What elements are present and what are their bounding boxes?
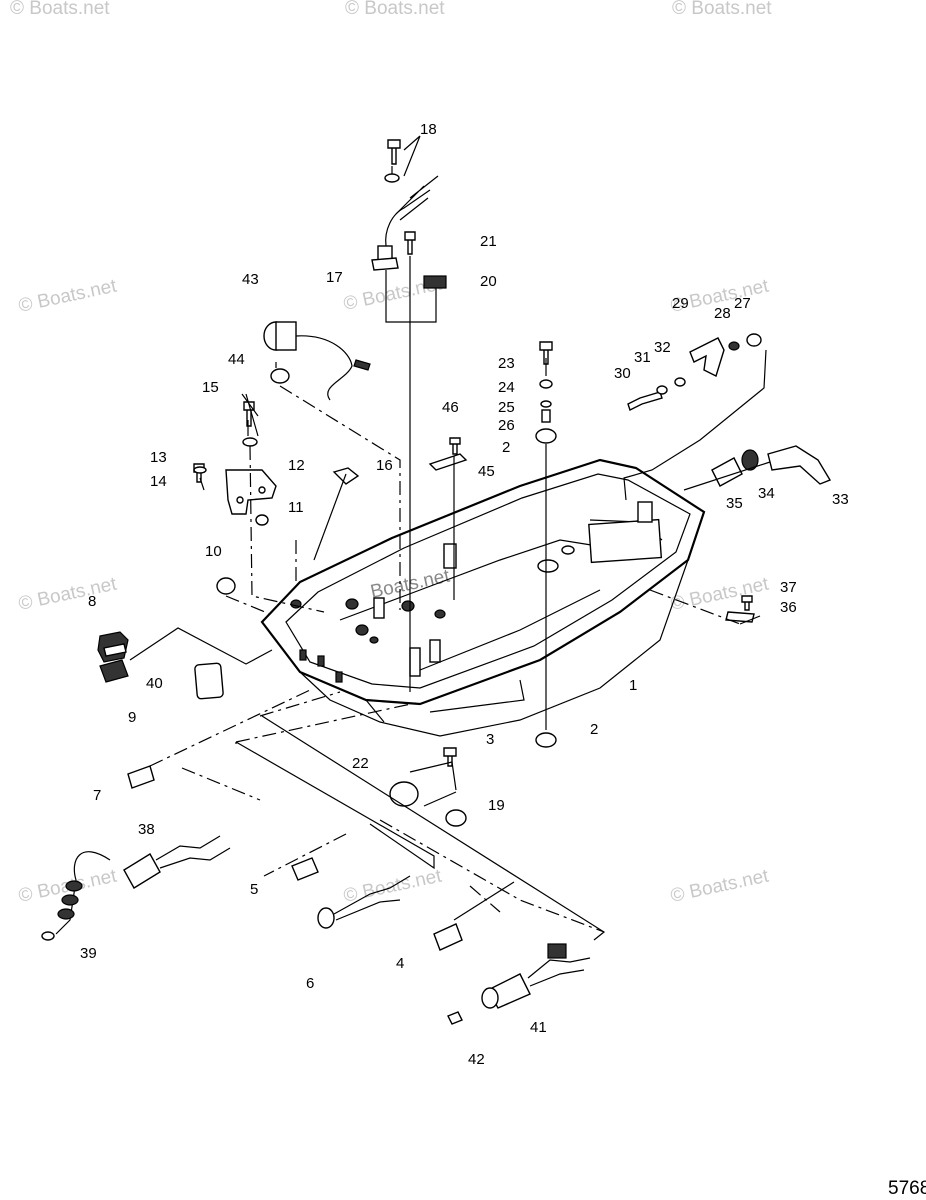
callout-17: 17 — [326, 269, 343, 286]
drawing-code: 5768 — [888, 1178, 926, 1199]
callout-29: 29 — [672, 295, 689, 312]
callout-43: 43 — [242, 271, 259, 288]
callout-40: 40 — [146, 675, 163, 692]
callout-22: 22 — [352, 755, 369, 772]
callout-7: 7 — [93, 787, 101, 804]
callout-30: 30 — [614, 365, 631, 382]
callout-37: 37 — [780, 579, 797, 596]
watermark: © Boats.net — [669, 866, 771, 907]
watermarks: © Boats.net © Boats.net © Boats.net © Bo… — [10, 0, 772, 907]
callout-45: 45 — [478, 463, 495, 480]
callout-3: 3 — [486, 731, 494, 748]
callout-33: 33 — [832, 491, 849, 508]
callout-8: 8 — [88, 593, 96, 610]
watermark: © Boats.net — [10, 0, 110, 19]
callout-12: 12 — [288, 457, 305, 474]
callout-19: 19 — [488, 797, 505, 814]
watermark: © Boats.net — [17, 574, 119, 615]
callout-24: 24 — [498, 379, 515, 396]
callout-2: 2 — [590, 721, 598, 738]
bottom-cowl-illustration — [260, 458, 706, 737]
callout-18: 18 — [420, 121, 437, 138]
watermark: © Boats.net — [672, 0, 772, 19]
callout-38: 38 — [138, 821, 155, 838]
callout-9: 9 — [128, 709, 136, 726]
callout-1: 1 — [629, 677, 637, 694]
callout-20: 20 — [480, 273, 497, 290]
callout-46: 46 — [442, 399, 459, 416]
watermark: © Boats.net — [669, 574, 771, 615]
callout-23: 23 — [498, 355, 515, 372]
callout-27: 27 — [734, 295, 751, 312]
callout-26: 26 — [498, 417, 515, 434]
parts — [41, 139, 832, 1025]
callout-13: 13 — [150, 449, 167, 466]
callout-28: 28 — [714, 305, 731, 322]
callout-21: 21 — [480, 233, 497, 250]
leader-lines — [129, 135, 771, 941]
callout-41: 41 — [530, 1019, 547, 1036]
callout-14: 14 — [150, 473, 167, 490]
callout-42: 42 — [468, 1051, 485, 1068]
callout-25: 25 — [498, 399, 515, 416]
callout-34: 34 — [758, 485, 775, 502]
watermark: © Boats.net — [17, 276, 119, 317]
callout-39: 39 — [80, 945, 97, 962]
callout-44: 44 — [228, 351, 245, 368]
callout-6: 6 — [306, 975, 314, 992]
callout-31: 31 — [634, 349, 651, 366]
callout-16: 16 — [376, 457, 393, 474]
callout-36: 36 — [780, 599, 797, 616]
callout-labels: 1 2 2 3 4 5 6 7 8 9 10 11 12 13 14 15 16… — [80, 121, 849, 1068]
callout-35: 35 — [726, 495, 743, 512]
callout-15: 15 — [202, 379, 219, 396]
callout-10: 10 — [205, 543, 222, 560]
callout-2: 2 — [502, 439, 510, 456]
watermark: © Boats.net — [345, 0, 445, 19]
callout-32: 32 — [654, 339, 671, 356]
callout-11: 11 — [288, 499, 304, 516]
callout-5: 5 — [250, 881, 258, 898]
callout-4: 4 — [396, 955, 404, 972]
